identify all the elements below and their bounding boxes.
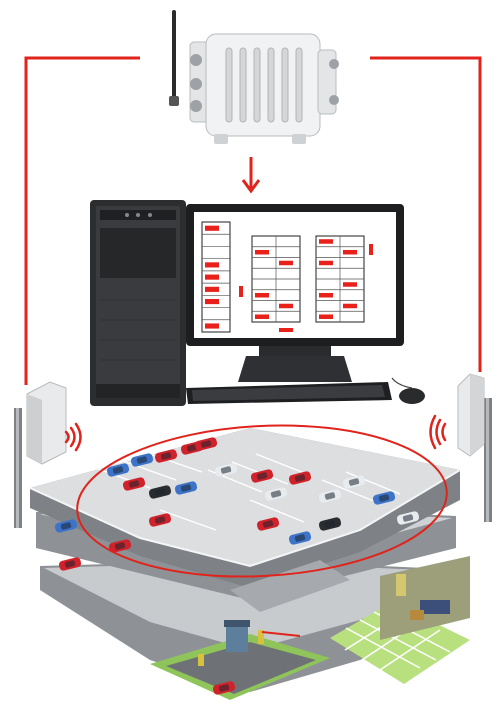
screen-marker-left bbox=[239, 286, 243, 297]
keyboard-icon bbox=[186, 382, 392, 404]
link-right bbox=[370, 56, 482, 372]
screen-marker bbox=[343, 303, 357, 309]
down-arrow bbox=[241, 157, 261, 194]
screen-marker bbox=[205, 299, 219, 305]
screen-marker bbox=[255, 314, 269, 319]
reader-right bbox=[457, 373, 492, 522]
screen-marker bbox=[205, 286, 219, 292]
wireless-gateway-icon bbox=[169, 10, 339, 144]
screen-marker bbox=[205, 225, 219, 231]
screen-marker bbox=[279, 260, 293, 266]
network-links bbox=[24, 56, 482, 385]
screen-marker bbox=[319, 292, 333, 298]
parking-garage-icon bbox=[29, 428, 470, 700]
mouse-icon bbox=[391, 377, 425, 404]
screen-marker bbox=[319, 314, 333, 319]
screen-marker bbox=[255, 292, 269, 298]
screen-marker bbox=[319, 239, 333, 244]
desktop-tower-icon bbox=[90, 200, 186, 406]
screen-marker-right bbox=[369, 244, 373, 255]
monitor-icon bbox=[186, 204, 404, 382]
antenna-icon bbox=[172, 10, 176, 102]
screen-marker bbox=[205, 274, 219, 280]
link-left bbox=[24, 56, 140, 385]
reader-left bbox=[14, 381, 67, 528]
screen-marker bbox=[319, 260, 333, 266]
wifi-signal-icon bbox=[64, 414, 447, 452]
screen-marker bbox=[255, 249, 269, 255]
screen-panels bbox=[201, 221, 365, 333]
barrier-gate-icon bbox=[198, 630, 301, 666]
parked-cars bbox=[54, 437, 420, 695]
screen-marker bbox=[279, 303, 293, 309]
screen-marker bbox=[343, 249, 357, 255]
screen-marker bbox=[205, 323, 219, 329]
screen-marker bbox=[205, 262, 219, 268]
monitored-area-oval bbox=[76, 424, 448, 578]
screen-marker-bottom bbox=[279, 328, 293, 332]
screen-marker bbox=[343, 282, 357, 287]
guard-booth-icon bbox=[224, 620, 250, 652]
control-room bbox=[380, 556, 470, 640]
